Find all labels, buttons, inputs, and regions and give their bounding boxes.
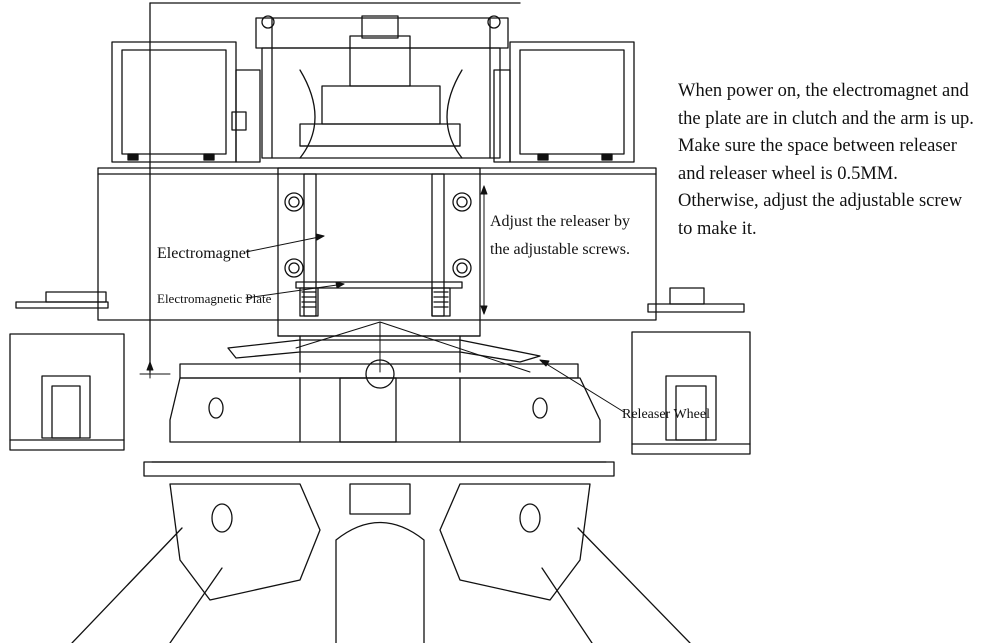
adjustable-screws — [284, 173, 472, 317]
tripod-legs — [71, 527, 691, 643]
right-motor-box — [493, 41, 635, 163]
base-plate — [143, 461, 615, 477]
electromagnetic-plate-label: Electromagnetic Plate — [157, 291, 272, 306]
right-foot — [631, 287, 751, 455]
instruction-note-text: When power on, the electromagnet and the… — [678, 81, 974, 239]
main-housing — [97, 167, 657, 337]
adjust-releaser-label-line2: the adjustable screws. — [490, 241, 630, 258]
left-motor-box — [111, 41, 261, 163]
electromagnet-label: Electromagnet — [157, 245, 251, 262]
adjust-releaser-label-line1: Adjust the releaser by — [490, 213, 630, 230]
electromagnetic-plate — [295, 281, 463, 289]
top-bracket — [149, 2, 521, 373]
callout-lines — [139, 185, 625, 413]
releaser-wheel-label: Releaser Wheel — [622, 407, 710, 422]
leg-mounts — [169, 483, 591, 643]
left-foot — [9, 291, 125, 451]
releaser-assembly — [169, 335, 601, 443]
instruction-note: When power on, the electromagnet and the… — [678, 78, 978, 243]
